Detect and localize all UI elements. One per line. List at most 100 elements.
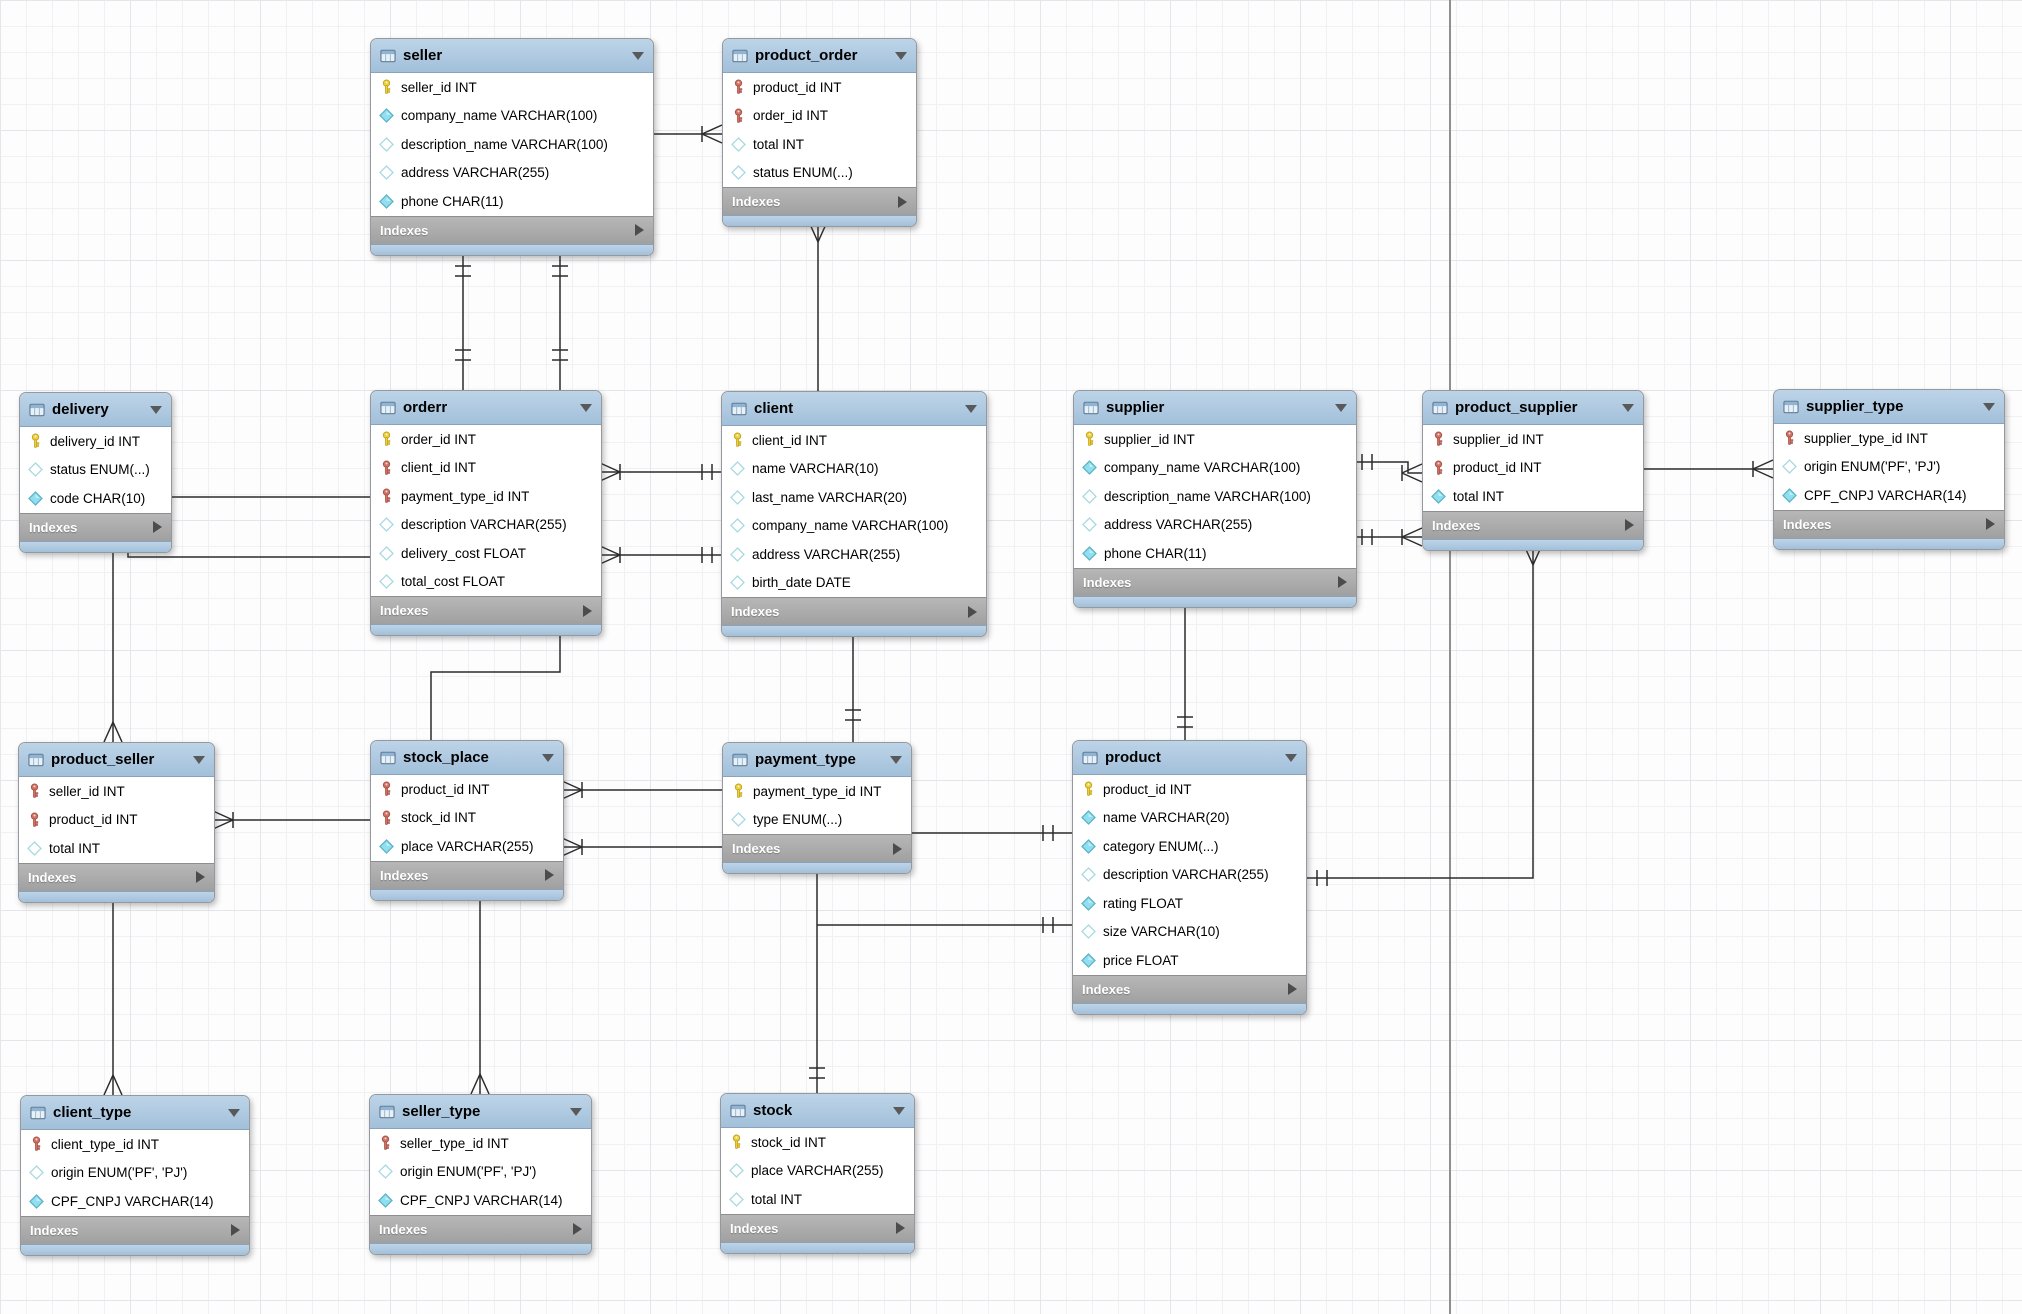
collapse-arrow-icon[interactable] <box>893 1106 905 1115</box>
column-row[interactable]: name VARCHAR(20) <box>1073 803 1306 832</box>
indexes-section[interactable]: Indexes <box>20 512 171 541</box>
table-header[interactable]: product_order <box>723 39 916 73</box>
table-header[interactable]: payment_type <box>723 743 911 777</box>
column-row[interactable]: origin ENUM('PF', 'PJ') <box>1774 452 2004 481</box>
connector-seller-orderr-1[interactable] <box>455 250 471 390</box>
indexes-section[interactable]: Indexes <box>1074 567 1356 596</box>
indexes-section[interactable]: Indexes <box>721 1213 914 1242</box>
expand-arrow-icon[interactable] <box>1338 576 1347 588</box>
indexes-section[interactable]: Indexes <box>370 1214 591 1243</box>
column-row[interactable]: description_name VARCHAR(100) <box>1074 482 1356 511</box>
column-row[interactable]: product_id INT <box>723 73 916 102</box>
column-row[interactable]: company_name VARCHAR(100) <box>1074 453 1356 482</box>
indexes-section[interactable]: Indexes <box>371 215 653 244</box>
connector-orderr-client-2[interactable] <box>599 545 721 565</box>
expand-arrow-icon[interactable] <box>231 1224 240 1236</box>
collapse-arrow-icon[interactable] <box>228 1108 240 1117</box>
column-row[interactable]: address VARCHAR(255) <box>722 540 986 569</box>
column-row[interactable]: supplier_id INT <box>1074 425 1356 454</box>
collapse-arrow-icon[interactable] <box>542 753 554 762</box>
column-row[interactable]: company_name VARCHAR(100) <box>722 511 986 540</box>
connector-payment_type-stock[interactable] <box>809 868 825 1093</box>
table-header[interactable]: stock_place <box>371 741 563 775</box>
column-row[interactable]: rating FLOAT <box>1073 889 1306 918</box>
connector-payment_type-product[interactable] <box>910 825 1072 841</box>
expand-arrow-icon[interactable] <box>1288 983 1297 995</box>
expand-arrow-icon[interactable] <box>635 224 644 236</box>
indexes-section[interactable]: Indexes <box>19 862 214 891</box>
table-header[interactable]: client_type <box>21 1096 249 1130</box>
connector-supplier-product_supplier-1[interactable] <box>1355 454 1423 483</box>
column-row[interactable]: total INT <box>723 130 916 159</box>
column-row[interactable]: origin ENUM('PF', 'PJ') <box>370 1157 591 1186</box>
expand-arrow-icon[interactable] <box>545 869 554 881</box>
table-header[interactable]: stock <box>721 1094 914 1128</box>
column-row[interactable]: delivery_id INT <box>20 427 171 456</box>
collapse-arrow-icon[interactable] <box>570 1107 582 1116</box>
table-header[interactable]: delivery <box>20 393 171 427</box>
column-row[interactable]: category ENUM(...) <box>1073 832 1306 861</box>
column-row[interactable]: CPF_CNPJ VARCHAR(14) <box>1774 481 2004 510</box>
column-row[interactable]: price FLOAT <box>1073 946 1306 975</box>
column-row[interactable]: description VARCHAR(255) <box>371 510 601 539</box>
column-row[interactable]: product_id INT <box>371 775 563 804</box>
column-row[interactable]: description_name VARCHAR(100) <box>371 130 653 159</box>
indexes-section[interactable]: Indexes <box>371 860 563 889</box>
table-header[interactable]: product_seller <box>19 743 214 777</box>
column-row[interactable]: supplier_id INT <box>1423 425 1643 454</box>
column-row[interactable]: total INT <box>721 1185 914 1214</box>
column-row[interactable]: CPF_CNPJ VARCHAR(14) <box>370 1186 591 1215</box>
collapse-arrow-icon[interactable] <box>150 405 162 414</box>
column-row[interactable]: description VARCHAR(255) <box>1073 860 1306 889</box>
table-header[interactable]: orderr <box>371 391 601 425</box>
expand-arrow-icon[interactable] <box>583 604 592 617</box>
collapse-arrow-icon[interactable] <box>193 755 205 764</box>
column-row[interactable]: phone CHAR(11) <box>371 187 653 216</box>
column-row[interactable]: address VARCHAR(255) <box>1074 510 1356 539</box>
table-header[interactable]: supplier_type <box>1774 390 2004 424</box>
column-row[interactable]: client_id INT <box>722 426 986 455</box>
indexes-section[interactable]: Indexes <box>1774 509 2004 538</box>
column-row[interactable]: last_name VARCHAR(20) <box>722 483 986 512</box>
column-row[interactable]: total INT <box>19 834 214 863</box>
column-row[interactable]: seller_id INT <box>371 73 653 102</box>
column-row[interactable]: birth_date DATE <box>722 568 986 597</box>
collapse-arrow-icon[interactable] <box>1335 403 1347 412</box>
column-row[interactable]: total INT <box>1423 482 1643 511</box>
connector-stock_place-payment_type-2[interactable] <box>561 837 722 857</box>
table-header[interactable]: product <box>1073 741 1306 775</box>
collapse-arrow-icon[interactable] <box>1285 753 1297 762</box>
indexes-section[interactable]: Indexes <box>1423 510 1643 539</box>
connector-product_seller-client_type[interactable] <box>103 897 123 1096</box>
column-row[interactable]: order_id INT <box>723 101 916 130</box>
expand-arrow-icon[interactable] <box>573 1223 582 1235</box>
column-row[interactable]: code CHAR(10) <box>20 484 171 513</box>
relationship-line[interactable] <box>1355 461 1422 474</box>
connector-seller-orderr-2[interactable] <box>552 250 568 390</box>
column-row[interactable]: total_cost FLOAT <box>371 567 601 596</box>
column-row[interactable]: payment_type_id INT <box>723 777 911 806</box>
connector-stock_place-seller_type[interactable] <box>470 895 490 1095</box>
column-row[interactable]: delivery_cost FLOAT <box>371 539 601 568</box>
indexes-section[interactable]: Indexes <box>21 1215 249 1244</box>
connector-seller-product_order[interactable] <box>652 124 723 144</box>
connector-product_supplier-supplier_type[interactable] <box>1642 459 1774 479</box>
connector-orderr-stock_place[interactable] <box>430 631 561 740</box>
relationship-line[interactable] <box>430 631 561 740</box>
expand-arrow-icon[interactable] <box>153 521 162 533</box>
column-row[interactable]: product_id INT <box>1423 453 1643 482</box>
collapse-arrow-icon[interactable] <box>632 51 644 60</box>
table-header[interactable]: seller <box>371 39 653 73</box>
connector-product_seller-stock_place[interactable] <box>212 810 370 830</box>
column-row[interactable]: payment_type_id INT <box>371 482 601 511</box>
connector-stock_place-payment_type-1[interactable] <box>561 780 722 800</box>
